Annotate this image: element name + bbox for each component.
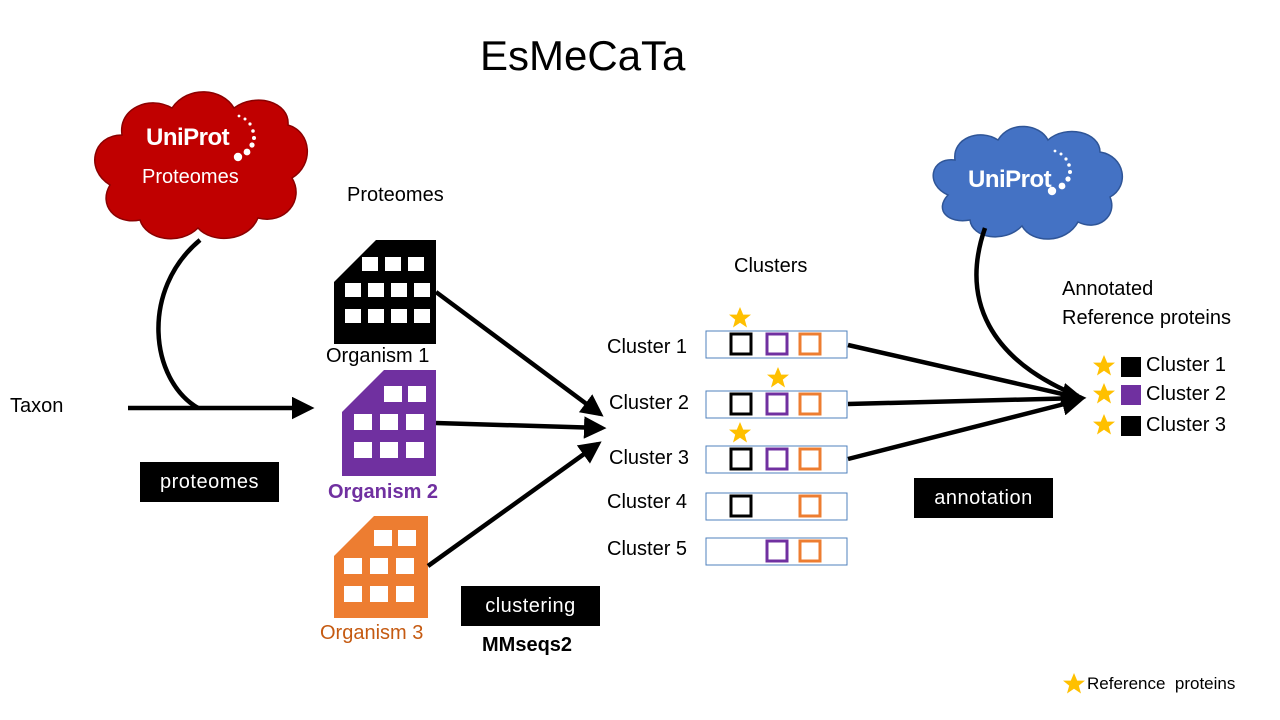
cloud-to-taxon-curve	[156, 238, 202, 410]
organism-2-proteome-icon	[342, 370, 436, 476]
cluster-3-label: Cluster 3	[609, 447, 690, 469]
cluster-2-label: Cluster 2	[609, 392, 690, 414]
cluster-5-label: Cluster 5	[607, 538, 688, 560]
uniprot-left-caption: Proteomes	[142, 166, 239, 188]
cloud-to-annotation-curve	[974, 227, 1079, 399]
cluster-row-4	[705, 492, 848, 521]
organism-3-proteome-icon	[334, 516, 428, 618]
uniprot-proteomes-cloud	[94, 91, 308, 240]
blue-cloud-shape	[932, 125, 1124, 240]
clustering-tool-label: MMseqs2	[482, 634, 573, 656]
page-title: EsMeCaTa	[480, 32, 686, 79]
star-icon	[1093, 414, 1115, 435]
annotated-item-3-label: Cluster 3	[1146, 414, 1227, 436]
organism-3-to-clusters-arrow	[426, 441, 602, 568]
uniprot-dots-icon	[233, 114, 256, 162]
annotated-heading-line2: Reference proteins	[1062, 307, 1231, 329]
star-icon	[729, 422, 751, 443]
red-cloud-shape	[94, 91, 308, 240]
organism-1-to-clusters-arrow	[434, 290, 604, 417]
clusters-heading: Clusters	[734, 255, 808, 277]
organism-1-label: Organism 1	[326, 345, 430, 367]
organism-1-proteome-icon	[334, 240, 436, 344]
cluster-row-3	[705, 422, 848, 474]
annotated-item-1-label: Cluster 1	[1146, 354, 1227, 376]
annotated-markers	[1093, 355, 1141, 436]
annotation-step-label: annotation	[914, 478, 1053, 518]
cluster-1-label: Cluster 1	[607, 336, 688, 358]
uniprot-dots-icon	[1047, 149, 1072, 196]
uniprot-logo-right: UniProt	[968, 166, 1052, 193]
cluster-row-1	[705, 307, 848, 359]
uniprot-logo-left: UniProt	[146, 124, 230, 151]
organism-2-label: Organism 2	[328, 481, 439, 503]
organism-2-to-clusters-arrow	[435, 416, 607, 439]
star-icon	[1093, 383, 1115, 404]
annotated-item-2-label: Cluster 2	[1146, 383, 1227, 405]
cluster-rows	[705, 307, 848, 566]
cluster-4-label: Cluster 4	[607, 491, 688, 513]
star-icon	[767, 367, 789, 388]
star-icon	[1093, 355, 1115, 376]
cluster-row-2	[705, 367, 848, 419]
annotated-square-1	[1121, 357, 1141, 377]
star-icon	[729, 307, 751, 328]
annotated-square-2	[1121, 385, 1141, 405]
star-icon	[1063, 673, 1085, 694]
organism-3-label: Organism 3	[320, 622, 424, 644]
taxon-label: Taxon	[10, 395, 64, 417]
cluster-2-to-annotated-arrow	[847, 387, 1087, 410]
clustering-step-label: clustering	[461, 586, 600, 626]
cluster-3-to-annotated-arrow	[847, 393, 1085, 462]
proteomes-heading: Proteomes	[347, 184, 444, 206]
uniprot-annotation-cloud	[932, 125, 1124, 240]
annotated-square-3	[1121, 416, 1141, 436]
cluster-row-5	[705, 537, 848, 566]
cluster-1-to-annotated-arrow	[847, 342, 1085, 405]
annotated-heading-line1: Annotated	[1062, 278, 1154, 300]
proteomes-step-label: proteomes	[140, 462, 279, 502]
legend-label: Reference proteins	[1087, 674, 1236, 693]
